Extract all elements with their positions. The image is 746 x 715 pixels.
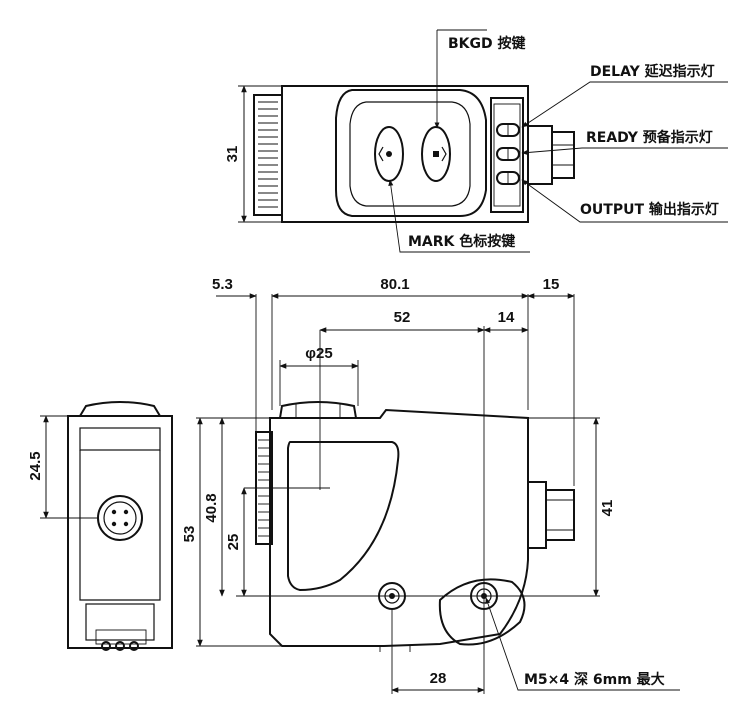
side-view: 5.3 80.1 15 52 14 φ25 53 40.8 25 41 28 <box>181 276 680 694</box>
dim-hole-offset: 14 <box>498 309 515 326</box>
end-top-cap <box>79 427 161 451</box>
side-housing <box>269 408 529 647</box>
label-output: OUTPUT 输出指示灯 <box>580 201 719 218</box>
dim-offset-left: 5.3 <box>212 276 233 293</box>
top-view: 31 <box>224 85 575 223</box>
label-ready: READY 预备指示灯 <box>586 129 713 146</box>
end-inner-frame <box>79 450 161 601</box>
dim-connector-length: 15 <box>543 276 560 293</box>
side-connector-plug <box>545 489 575 541</box>
top-grip-ribs <box>258 101 278 208</box>
lens-dome <box>279 401 357 419</box>
bkgd-button-square-icon <box>433 151 439 157</box>
dim-lens-height: 40.8 <box>203 493 220 522</box>
mount-tab <box>438 578 526 646</box>
side-connector-nut <box>528 481 547 549</box>
top-panel-outer <box>335 89 487 217</box>
indicator-window-inner <box>493 103 521 207</box>
dim-body-height: 41 <box>599 500 616 517</box>
dim-top-height: 31 <box>224 146 241 163</box>
end-terminal-2 <box>115 641 125 651</box>
mark-leader <box>388 179 530 253</box>
mark-arrow-icon <box>378 146 384 162</box>
top-housing <box>281 85 529 223</box>
label-bkgd: BKGD 按键 <box>448 35 527 52</box>
bkgd-arrow-icon <box>441 146 447 162</box>
dim-end-height: 24.5 <box>27 451 44 480</box>
top-connector-nut <box>527 125 553 185</box>
label-mark: MARK 色标按键 <box>408 233 516 250</box>
end-connector-inner <box>103 501 137 535</box>
dim-lens-offset: 52 <box>394 309 411 326</box>
end-housing <box>67 415 173 649</box>
lens-window <box>287 441 400 592</box>
label-delay: DELAY 延迟指示灯 <box>590 63 715 80</box>
delay-leader <box>521 81 728 128</box>
top-cable-grip <box>253 94 283 216</box>
ready-leader <box>521 147 728 156</box>
indicator-leds <box>496 123 520 185</box>
dim-body-length: 80.1 <box>380 276 409 293</box>
dim-total-height: 53 <box>181 526 198 543</box>
top-panel-inner <box>349 101 471 207</box>
dim-hole-pitch: 28 <box>430 670 447 687</box>
label-mount: M5×4 深 6mm 最大 <box>524 671 665 688</box>
mount-leader <box>485 597 680 691</box>
end-lens-dome <box>79 401 161 417</box>
dim-lens-lower: 25 <box>225 534 242 551</box>
top-callouts: BKGD 按键 DELAY 延迟指示灯 READY 预备指示灯 OUTPUT 输… <box>388 29 728 253</box>
end-terminal-1 <box>101 641 111 651</box>
end-view: 24.5 <box>27 401 173 651</box>
end-terminal-3 <box>129 641 139 651</box>
dim-lens-diameter: φ25 <box>305 345 332 362</box>
end-terminal-block <box>85 603 155 641</box>
output-leader <box>521 179 728 223</box>
top-connector-plug <box>551 131 575 179</box>
mark-button-dot-icon <box>386 151 392 157</box>
